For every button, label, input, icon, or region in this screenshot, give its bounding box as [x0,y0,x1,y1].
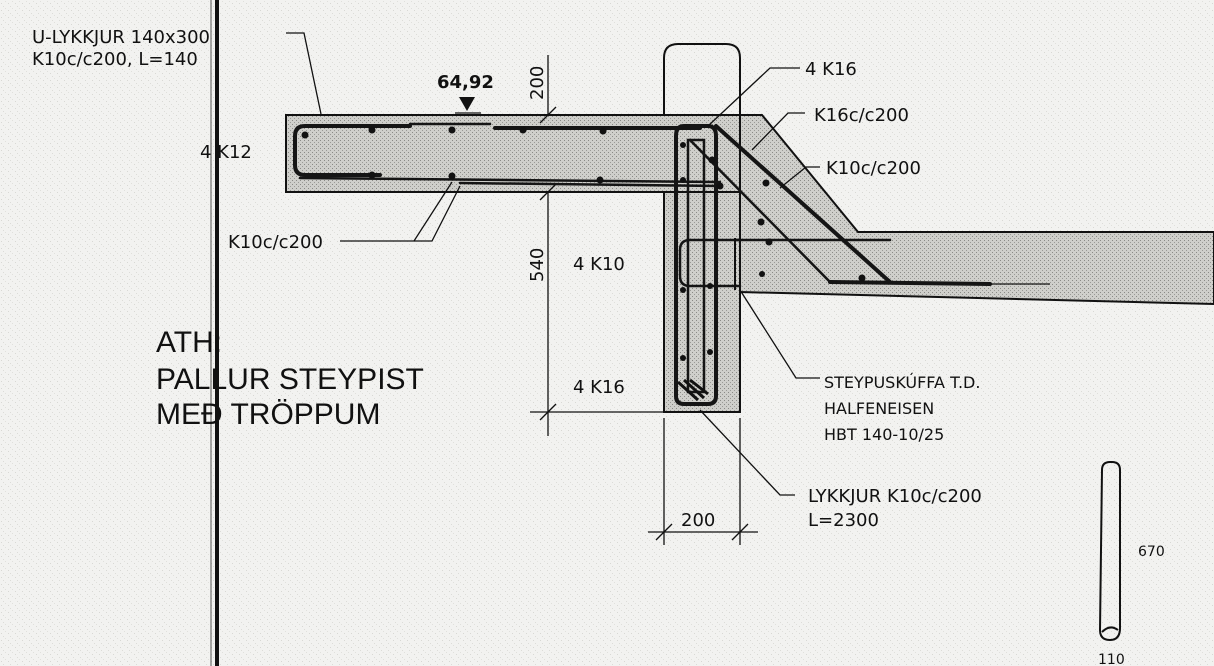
dimension-200-bottom [648,418,758,545]
stair-bottom-bar [828,280,992,286]
channel-label-line1: STEYPUSKÚFFA T.D. [824,373,980,392]
upstand-wall-outline [663,43,741,115]
stirrup-shape-detail [1098,461,1121,642]
bar-4k10-label: 4 K10 [573,254,625,275]
remark-line3: MEÐ TRÖPPUM [156,398,380,431]
bar-k10-diag-label: K10c/c200 [826,158,921,179]
leader-lines [286,32,820,496]
remark-line2: PALLUR STEYPIST [156,363,424,396]
beam-stirrup-bar [674,124,718,406]
dimension-670-text: 670 [1138,544,1165,560]
bar-4k16-bottom-label: 4 K16 [573,377,625,398]
bar-k16-diag-label: K16c/c200 [814,105,909,126]
channel-label-line2: HALFENEISEN [824,399,934,418]
bar-4k12-label: 4 K12 [200,142,252,163]
dimension-540-text: 540 [527,248,548,282]
dimension-200-top [539,55,557,124]
bar-k10-left-label: K10c/c200 [228,232,323,253]
remark-line1: ATH: [156,326,222,359]
u-stirrup-bar [293,124,412,177]
bar-4k16-top-label: 4 K16 [805,59,857,80]
diagonal-bar-k10 [688,138,832,284]
channel-label-line3: HBT 140-10/25 [824,425,944,444]
dimension-540 [530,183,664,436]
slab-bottom-bar [298,176,722,184]
stair-flight-section [739,114,1214,306]
stirrup-label-line1: LYKKJUR K10c/c200 [808,486,982,507]
beam-corner-hatch [676,378,709,402]
dimension-200-bottom-text: 200 [681,510,715,531]
level-marker-icon [459,97,475,111]
dimension-200-top-text: 200 [527,66,548,100]
level-label: 64,92 [437,72,494,93]
u-stirrup-label-line2: K10c/c200, L=140 [32,49,198,70]
stair-hook-bar [678,238,742,288]
stirrup-label-line2: L=2300 [808,510,879,531]
dimension-110-text: 110 [1098,652,1125,666]
u-stirrup-label-line1: U-LYKKJUR 140x300 [32,27,210,48]
diagonal-bar-k16 [714,124,892,284]
rebar-dots [301,126,866,361]
